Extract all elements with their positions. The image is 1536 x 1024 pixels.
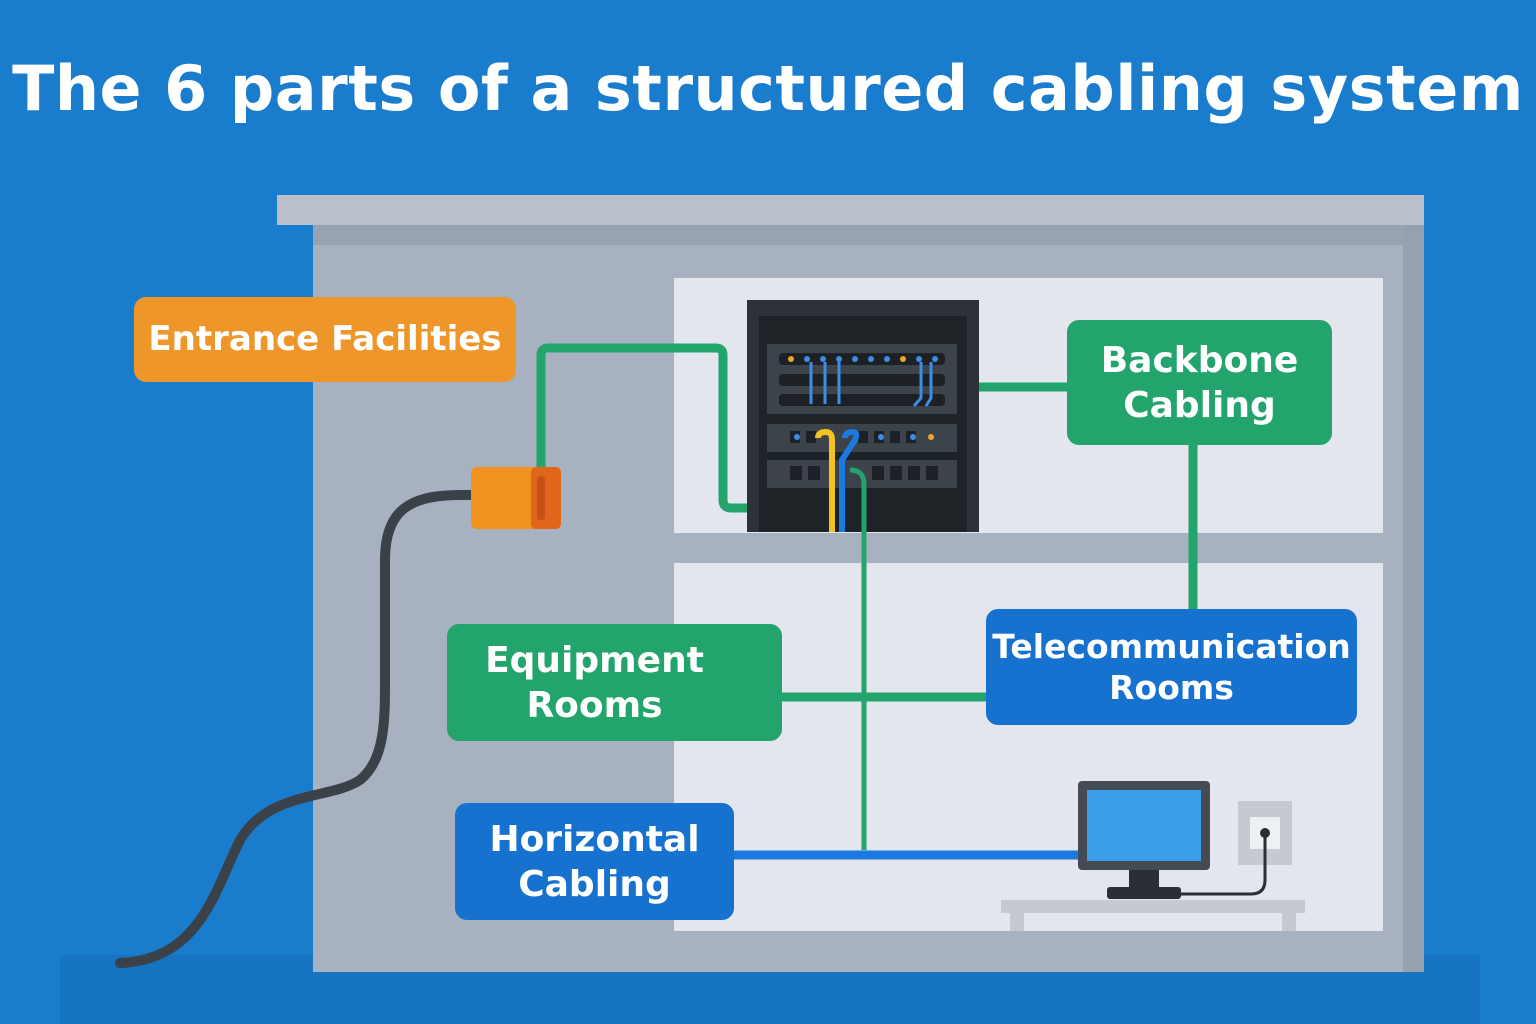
page-title: The 6 parts of a structured cabling syst… xyxy=(12,52,1524,125)
desk xyxy=(1001,900,1305,913)
outside-cable xyxy=(115,490,480,968)
rack-riser-cable xyxy=(849,467,867,850)
entrance-facilities-label: Entrance Facilities xyxy=(134,297,516,382)
building-roof xyxy=(277,195,1424,225)
entrance-to-rack-cable xyxy=(536,343,818,513)
